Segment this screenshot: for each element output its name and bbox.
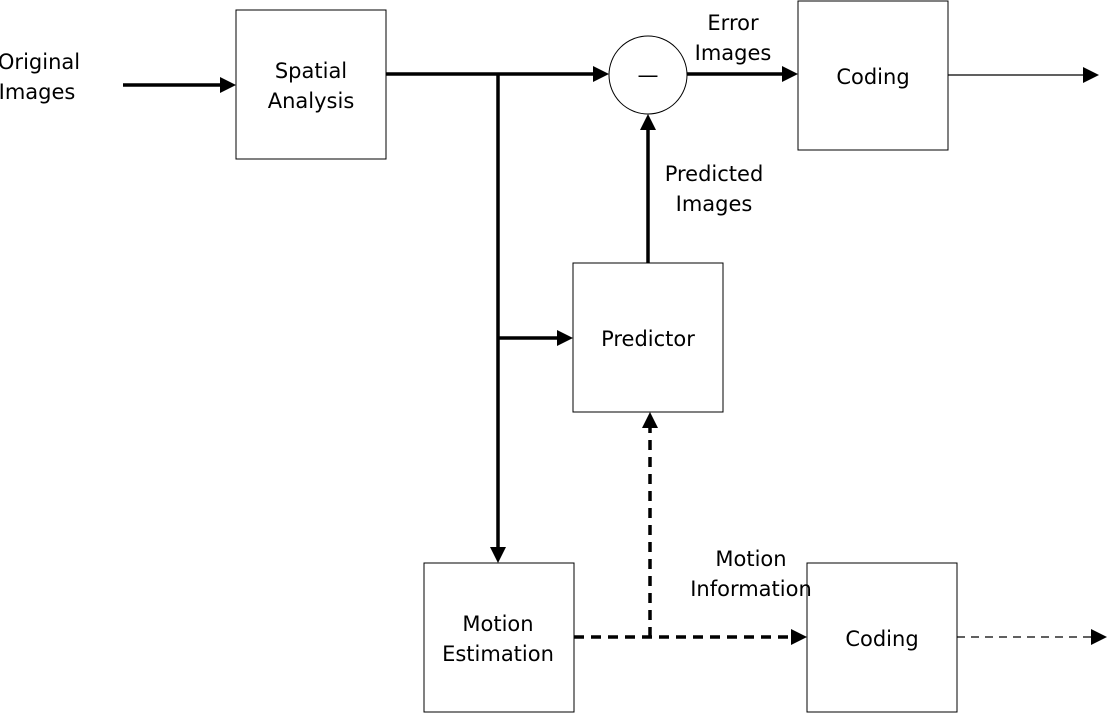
arrowhead-motion-estimation: [490, 547, 506, 563]
arrowhead-output-top: [1083, 67, 1099, 83]
arrowhead-subtractor-bottom: [640, 114, 656, 130]
label-error-images-line1: Error: [707, 11, 759, 35]
label-error-images-line2: Images: [695, 41, 772, 65]
label-coding-bottom: Coding: [845, 627, 918, 651]
label-motion-estimation-line1: Motion: [462, 612, 533, 636]
label-predictor: Predictor: [601, 327, 695, 351]
label-motion-information-line2: Information: [690, 577, 812, 601]
label-subtract-symbol: —: [638, 63, 659, 87]
arrowhead-subtractor: [593, 66, 609, 82]
label-predicted-images-line1: Predicted: [665, 162, 764, 186]
label-original-images-line2: Images: [0, 80, 75, 104]
arrowhead-coding-top: [782, 66, 798, 82]
arrowhead-output-bottom: [1091, 629, 1107, 645]
arrowhead-predictor: [557, 330, 573, 346]
label-spatial-analysis-line2: Analysis: [268, 89, 355, 113]
arrowhead-coding-bottom: [791, 629, 807, 645]
coding-box-bottom: [806, 562, 958, 713]
label-coding-top: Coding: [836, 65, 909, 89]
label-motion-information-line1: Motion: [715, 547, 786, 571]
label-original-images-line1: Original: [0, 50, 80, 74]
motion-estimation-box: [423, 562, 575, 713]
spatial-analysis-box: [235, 9, 387, 160]
label-motion-estimation-line2: Estimation: [442, 642, 554, 666]
predictor-box: [572, 262, 724, 413]
arrowhead-input: [220, 77, 236, 93]
label-spatial-analysis-line1: Spatial: [275, 59, 347, 83]
coding-box-top: [797, 0, 949, 151]
arrowhead-predictor-bottom: [642, 412, 658, 428]
label-predicted-images-line2: Images: [676, 192, 753, 216]
